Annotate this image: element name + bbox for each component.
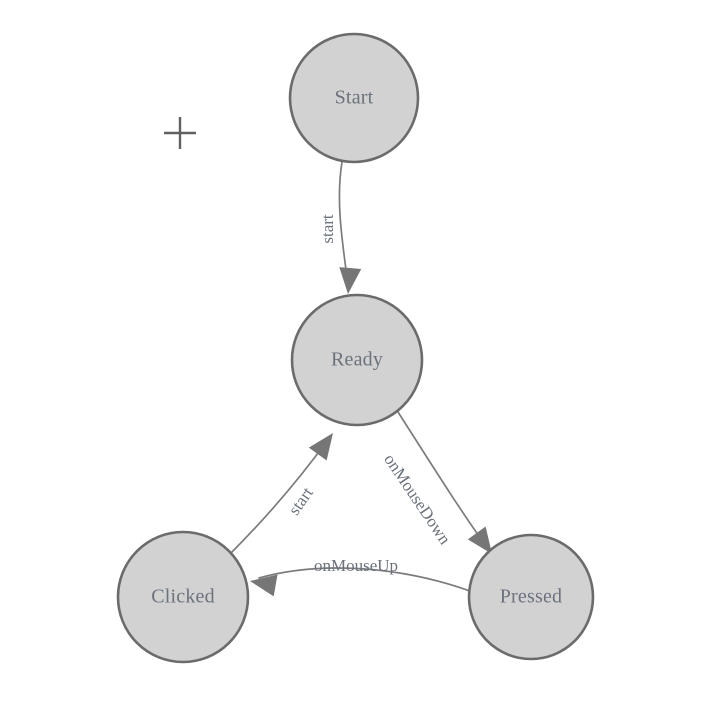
arrowhead-start-to-ready: [339, 267, 362, 294]
plus-marker: [164, 117, 196, 149]
arrowhead-clicked-to-ready: [308, 433, 333, 461]
arrowhead-pressed-to-clicked: [250, 574, 278, 597]
arrowhead-ready-to-pressed: [467, 526, 492, 554]
edge-start-to-ready[interactable]: start: [318, 161, 362, 295]
node-ready[interactable]: Ready: [290, 293, 424, 427]
node-circle-clicked[interactable]: [116, 530, 250, 664]
edge-pressed-to-clicked[interactable]: onMouseUp: [248, 556, 471, 597]
node-circle-start[interactable]: [288, 32, 420, 164]
node-label-start: Start: [335, 87, 374, 109]
node-label-ready: Ready: [331, 349, 383, 371]
node-circle-pressed[interactable]: [467, 533, 595, 661]
edge-path-clicked-to-ready: [228, 440, 328, 556]
node-circle-ready[interactable]: [290, 293, 424, 427]
edge-label-pressed-to-clicked: onMouseUp: [314, 556, 398, 575]
markers-layer: [164, 117, 196, 149]
node-label-clicked: Clicked: [151, 586, 215, 608]
node-label-pressed: Pressed: [500, 586, 563, 608]
node-clicked[interactable]: Clicked: [116, 530, 250, 664]
edge-ready-to-pressed[interactable]: onMouseDown: [380, 411, 501, 560]
node-start[interactable]: Start: [288, 32, 420, 164]
edge-clicked-to-ready[interactable]: start: [228, 427, 342, 556]
node-pressed[interactable]: Pressed: [467, 533, 595, 661]
edge-path-pressed-to-clicked: [258, 567, 471, 592]
edge-label-ready-to-pressed: onMouseDown: [380, 450, 455, 548]
edge-label-start-to-ready: start: [318, 214, 337, 244]
